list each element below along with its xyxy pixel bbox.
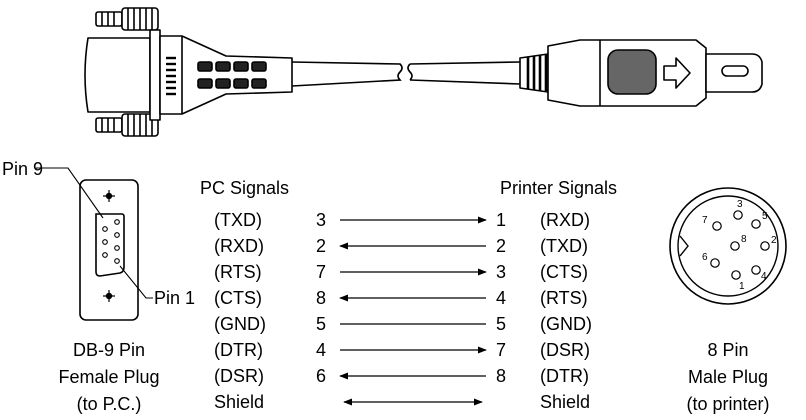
printer-signal-name: (CTS) [540, 262, 588, 282]
printer-pin-number: 2 [496, 236, 506, 256]
printer-signal-name: Shield [540, 392, 590, 412]
printer-signal-name: (RXD) [540, 210, 590, 230]
db9-caption-line3: (to P.C.) [77, 394, 142, 414]
db9-caption-line1: DB-9 Pin [73, 340, 145, 360]
printer-signal-name: (RTS) [540, 288, 588, 308]
printer-pin-number: 3 [496, 262, 506, 282]
pc-pin-number: 8 [316, 288, 326, 308]
pc-signal-name: (TXD) [214, 210, 262, 230]
din8-pin-number: 6 [702, 252, 708, 263]
pc-signals-header: PC Signals [200, 178, 289, 198]
din8-pin-number: 4 [761, 271, 767, 282]
pin9-label: Pin 9 [2, 159, 43, 179]
din8-caption-line2: Male Plug [688, 367, 768, 387]
din8-caption-line1: 8 Pin [707, 340, 748, 360]
din8-pin-5 [751, 219, 761, 229]
pc-signal-name: (CTS) [214, 288, 262, 308]
din8-pin-4 [751, 265, 761, 275]
printer-signal-name: (DSR) [540, 340, 590, 360]
printer-signal-name: (TXD) [540, 236, 588, 256]
cable-illustration [291, 61, 521, 87]
mounting-hole-icon [103, 290, 115, 302]
db9-pin-shell [95, 213, 125, 277]
pc-pin-number: 2 [316, 236, 326, 256]
din8-pin-8 [730, 241, 740, 251]
pc-signal-name: (DTR) [214, 340, 263, 360]
db9-connector-illustration [84, 7, 293, 137]
din8-pin-3 [733, 210, 743, 220]
din8-pin-2 [760, 241, 770, 251]
db9-pin-holes [102, 219, 120, 264]
printer-pin-number: 4 [496, 288, 506, 308]
din8-connector-illustration [519, 39, 763, 107]
pc-signal-name: Shield [214, 392, 264, 412]
printer-signals-header: Printer Signals [500, 178, 617, 198]
pin1-label: Pin 1 [154, 288, 195, 308]
printer-signal-name: (GND) [540, 314, 592, 334]
din8-pin-1 [731, 270, 741, 280]
din8-pin-number: 5 [762, 211, 768, 222]
pc-signal-name: (GND) [214, 314, 266, 334]
pc-pin-number: 6 [316, 366, 326, 386]
pc-signal-name: (DSR) [214, 366, 264, 386]
printer-pin-number: 7 [496, 340, 506, 360]
din8-caption-line3: (to printer) [686, 394, 769, 414]
printer-pin-number: 1 [496, 210, 506, 230]
din8-pin-number: 2 [771, 235, 777, 246]
signal-rows: (TXD) 3 1 (RXD) (RXD) 2 2 (TXD) (RTS) 7 3 (CTS) (CTS… [214, 210, 592, 412]
pin9-leader-line [36, 167, 104, 219]
printer-signal-name: (DTR) [540, 366, 589, 386]
printer-pin-number: 8 [496, 366, 506, 386]
pc-signal-name: (RTS) [214, 262, 262, 282]
din8-pin-number: 1 [739, 281, 745, 292]
printer-pin-number: 5 [496, 314, 506, 334]
din8-pin-6 [710, 258, 720, 268]
pc-pin-number: 7 [316, 262, 326, 282]
din8-pin-number: 8 [741, 234, 747, 245]
pc-pin-number: 3 [316, 210, 326, 230]
din8-face-diagram: 1 2 3 4 5 6 7 8 8 Pin Male Plug (to printer) [669, 187, 787, 414]
mounting-hole-icon [103, 190, 115, 202]
din8-key-notch [679, 235, 689, 257]
din8-pin-7 [712, 221, 722, 231]
pc-pin-number: 4 [316, 340, 326, 360]
pc-signal-name: (RXD) [214, 236, 264, 256]
db9-face-diagram: Pin 9 Pin 1 DB-9 Pin Female Plug (to P.C… [2, 159, 195, 414]
din8-pin-number: 3 [737, 199, 743, 210]
db9-caption-line2: Female Plug [58, 367, 159, 387]
pc-pin-number: 5 [316, 314, 326, 334]
din8-pin-layout: 1 2 3 4 5 6 7 8 [702, 199, 777, 292]
din8-pin-number: 7 [702, 215, 708, 226]
pin1-leader-line [119, 265, 153, 299]
